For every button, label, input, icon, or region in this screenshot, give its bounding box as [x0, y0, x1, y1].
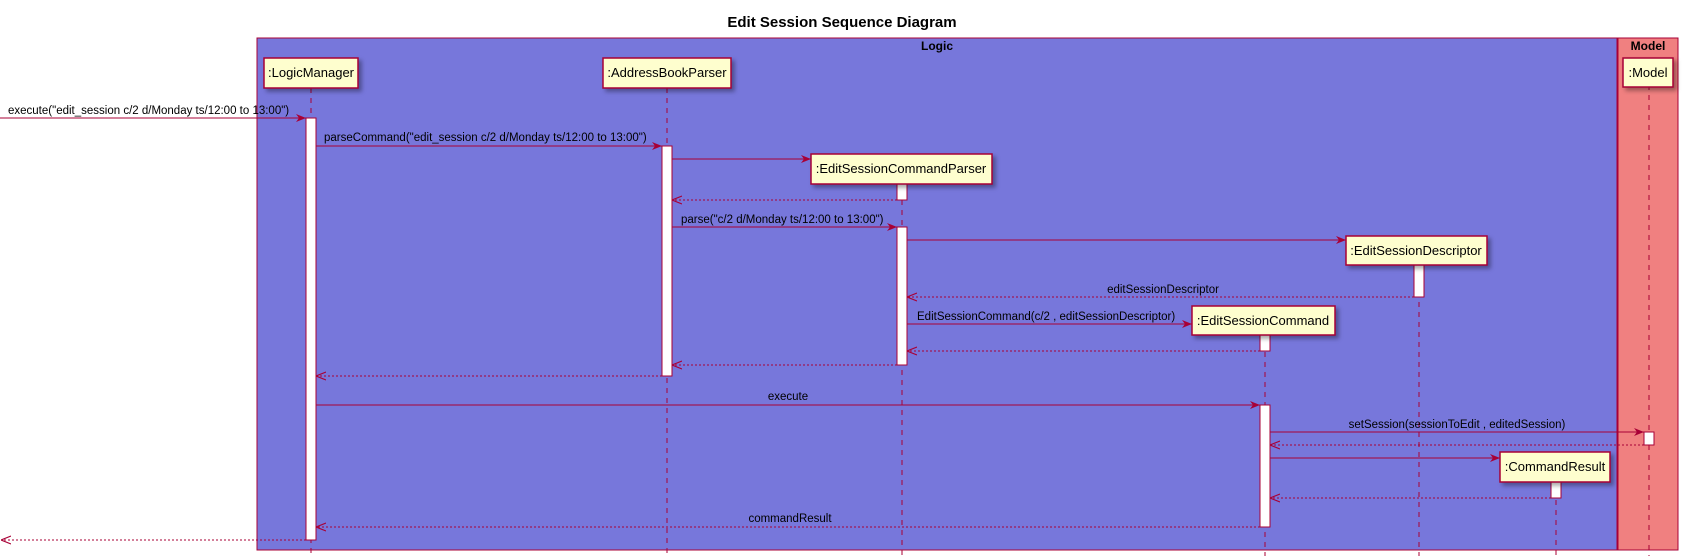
message-label: editSessionDescriptor [1107, 284, 1219, 296]
model-box: Model [1617, 37, 1679, 551]
participant-model: :Model [1622, 57, 1674, 88]
logic-box-title: Logic [921, 39, 953, 53]
message-label: EditSessionCommand(c/2 , editSessionDesc… [917, 311, 1175, 323]
message-label: parseCommand("edit_session c/2 d/Monday … [324, 132, 647, 144]
participant-label: :EditSessionCommand [1197, 313, 1329, 328]
message-label: execute("edit_session c/2 d/Monday ts/12… [8, 105, 289, 117]
participant-label: :CommandResult [1505, 459, 1606, 474]
participant-label: :AddressBookParser [607, 65, 727, 80]
participant-address-book-parser: :AddressBookParser [602, 57, 732, 89]
activation-descriptor [1413, 264, 1425, 298]
activation-command-create [1259, 334, 1271, 352]
participant-edit-session-descriptor: :EditSessionDescriptor [1345, 235, 1488, 266]
participant-edit-session-command: :EditSessionCommand [1191, 305, 1336, 336]
activation-parser-create [896, 183, 908, 201]
activation-model [1643, 431, 1655, 446]
message-label: setSession(sessionToEdit , editedSession… [1349, 419, 1566, 431]
participant-label: :Model [1628, 65, 1667, 80]
participant-label: :EditSessionCommandParser [816, 161, 987, 176]
logic-box: Logic [256, 37, 1618, 551]
activation-command-result [1550, 481, 1562, 499]
participant-label: :LogicManager [268, 65, 355, 80]
diagram-title: Edit Session Sequence Diagram [727, 14, 956, 31]
activation-command-execute [1259, 404, 1271, 528]
model-box-title: Model [1631, 39, 1666, 53]
activation-logic-manager [305, 117, 317, 541]
activation-parser-parse [896, 226, 908, 366]
message-label: execute [768, 391, 808, 403]
activation-address-book-parser [661, 145, 673, 377]
participant-logic-manager: :LogicManager [263, 57, 359, 89]
participants: :LogicManager :AddressBookParser :EditSe… [263, 57, 1674, 483]
participant-label: :EditSessionDescriptor [1350, 243, 1482, 258]
message-label: commandResult [748, 513, 832, 525]
activations [305, 117, 1655, 541]
messages: execute("edit_session c/2 d/Monday ts/12… [0, 105, 1644, 540]
participant-command-result: :CommandResult [1499, 451, 1611, 483]
participant-edit-session-command-parser: :EditSessionCommandParser [810, 153, 993, 185]
message-label: parse("c/2 d/Monday ts/12:00 to 13:00") [681, 214, 884, 226]
